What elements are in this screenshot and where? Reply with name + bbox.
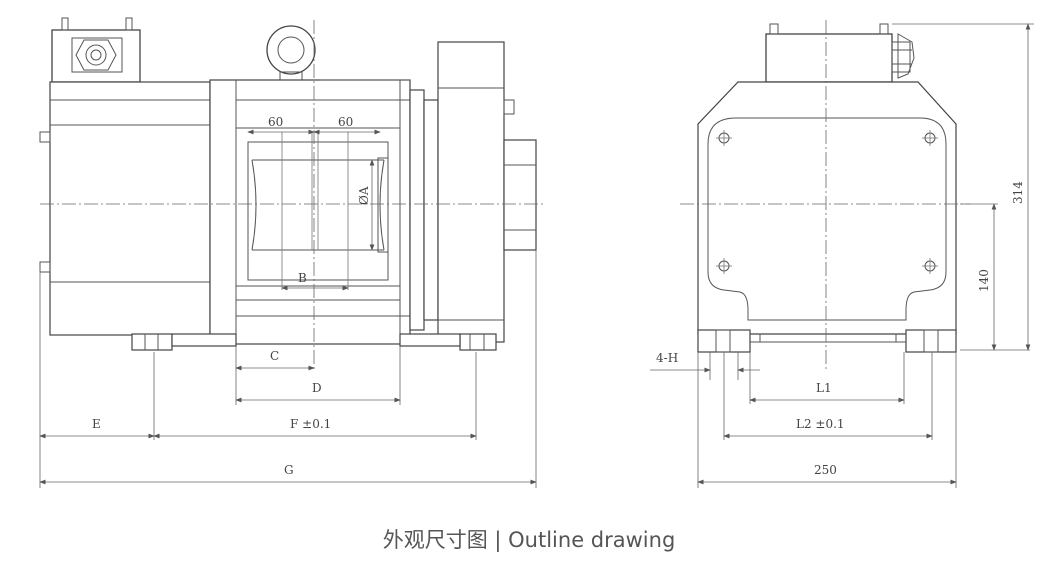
dim-d-label: D: [312, 381, 322, 395]
dim-d: D: [235, 346, 401, 405]
terminal-box: [51, 17, 141, 83]
outline-drawing: 60 60 ØA B C D: [39, 17, 1034, 488]
dim-e-label: E: [92, 417, 101, 431]
brake-unit: [409, 41, 537, 343]
dim-140: 140: [960, 203, 1030, 351]
side-feet: [697, 329, 957, 353]
gear-housing: [209, 79, 411, 345]
dim-c-label: C: [270, 349, 279, 363]
dim-c: C: [235, 346, 315, 405]
side-terminal-box: [765, 23, 915, 83]
dim-g: G: [39, 250, 537, 488]
dim-diameter-a: ØA: [357, 159, 375, 251]
traction-sheave: [247, 132, 389, 290]
dim-314: 314: [892, 23, 1034, 351]
dim-b-label: B: [298, 271, 307, 285]
side-view: 4-H L1 L2 ±0.1 250 140: [650, 20, 1034, 488]
dim-60-left: 60: [268, 115, 283, 129]
dim-e-f: E F ±0.1: [39, 268, 477, 488]
dim-g-label: G: [284, 463, 294, 477]
dim-f-label: F ±0.1: [290, 417, 331, 431]
dim-b: B: [281, 271, 349, 291]
dim-l1: L1: [749, 352, 905, 404]
lifting-eye: [266, 25, 316, 81]
side-bolt-holes: [716, 130, 938, 274]
dim-250: 250: [697, 352, 957, 488]
drawing-caption: 外观尺寸图 | Outline drawing: [382, 528, 676, 552]
dim-l1-label: L1: [816, 381, 832, 395]
dim-140-label: 140: [977, 269, 991, 292]
motor-body: [39, 81, 211, 336]
dim-314-label: 314: [1011, 181, 1025, 204]
dim-l2-label: L2 ±0.1: [796, 417, 845, 431]
dim-250-label: 250: [814, 463, 837, 477]
front-view: 60 60 ØA B C D: [39, 17, 544, 488]
dim-4h-label: 4-H: [656, 351, 678, 365]
dim-l2: L2 ±0.1: [723, 352, 933, 440]
dim-a-label: ØA: [357, 186, 371, 205]
dim-60-groove: 60 60: [247, 115, 381, 135]
dim-60-right: 60: [338, 115, 353, 129]
side-flange: [707, 117, 947, 321]
side-housing: [697, 81, 957, 335]
dim-4h: 4-H: [650, 351, 760, 380]
base-feet: [131, 333, 497, 351]
